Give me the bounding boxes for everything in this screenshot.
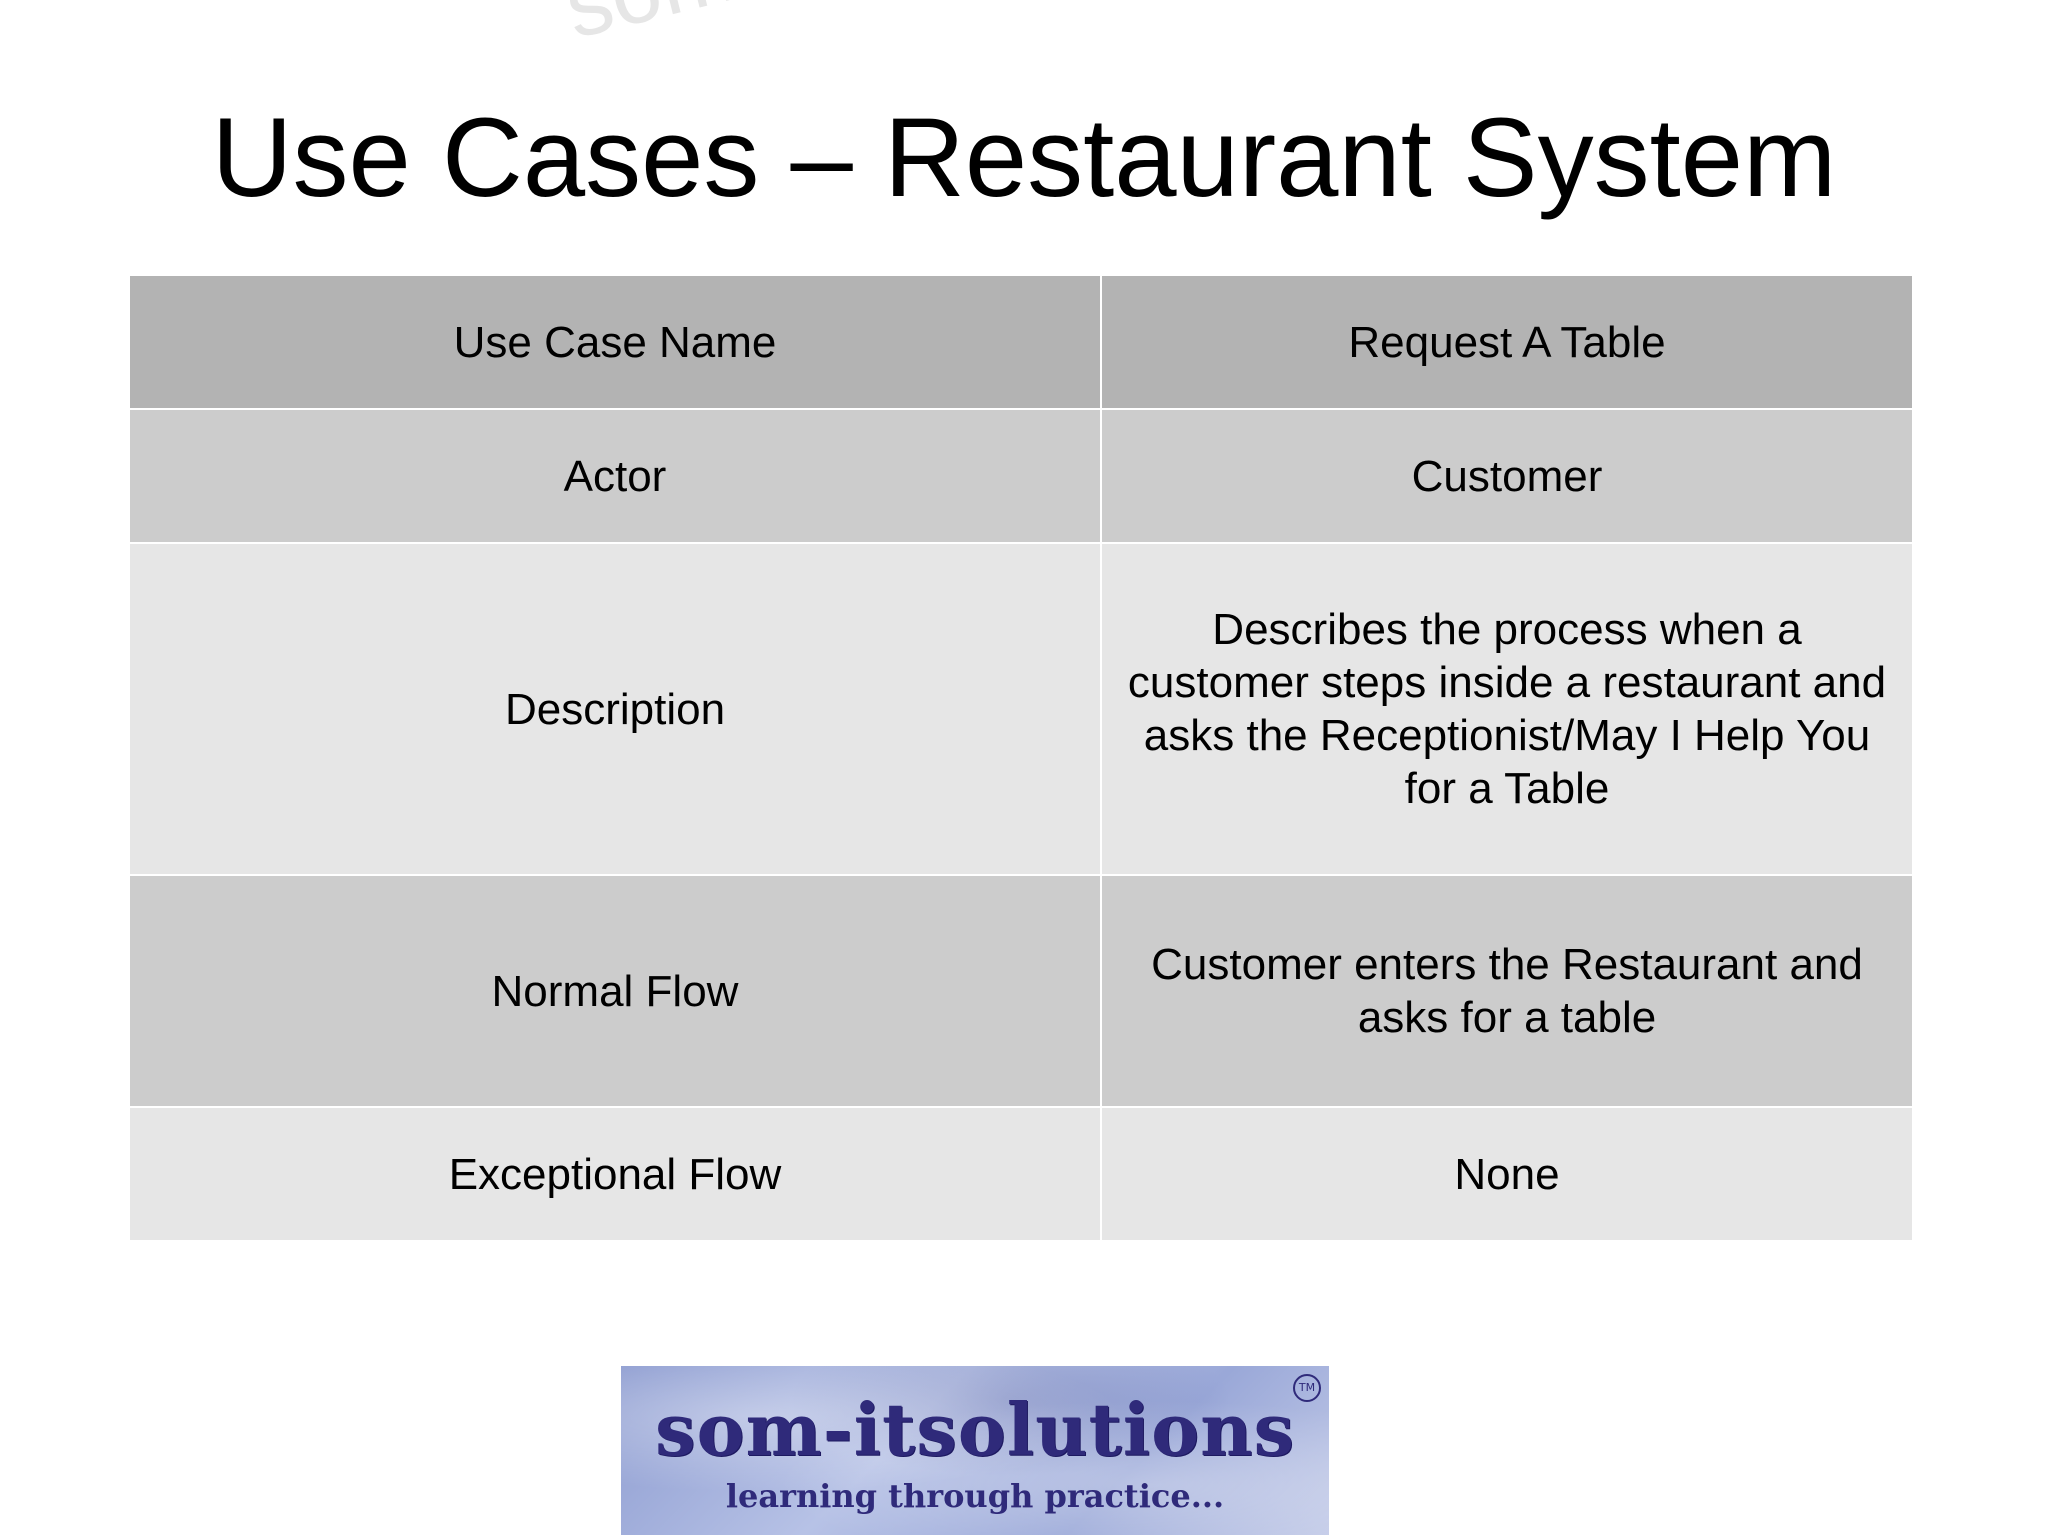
slide-title: Use Cases – Restaurant System bbox=[211, 95, 1837, 220]
watermark: som-itsolutions bbox=[555, 0, 1162, 60]
row-value: Customer bbox=[1101, 409, 1912, 544]
table-row-normal-flow: Normal Flow Customer enters the Restaura… bbox=[130, 875, 1912, 1108]
row-value: Request A Table bbox=[1101, 276, 1912, 410]
row-label: Actor bbox=[130, 409, 1102, 544]
table-row-exceptional-flow: Exceptional Flow None bbox=[130, 1107, 1912, 1242]
trademark-icon: TM bbox=[1293, 1374, 1321, 1402]
row-value: Customer enters the Restaurant and asks … bbox=[1101, 875, 1912, 1108]
row-label: Use Case Name bbox=[130, 276, 1102, 410]
table-row-description: Description Describes the process when a… bbox=[130, 543, 1912, 876]
logo-name: som-itsolutions bbox=[654, 1387, 1295, 1472]
logo-tagline: learning through practice... bbox=[725, 1477, 1225, 1515]
row-value: None bbox=[1101, 1107, 1912, 1242]
row-label: Description bbox=[130, 543, 1102, 876]
row-label: Exceptional Flow bbox=[130, 1107, 1102, 1242]
company-logo: TM som-itsolutions learning through prac… bbox=[621, 1366, 1329, 1535]
row-value: Describes the process when a customer st… bbox=[1101, 543, 1912, 876]
table-row-actor: Actor Customer bbox=[130, 409, 1912, 544]
use-case-table: Use Case Name Request A Table Actor Cust… bbox=[130, 276, 1912, 1242]
table-row-use-case-name: Use Case Name Request A Table bbox=[130, 276, 1912, 410]
row-label: Normal Flow bbox=[130, 875, 1102, 1108]
